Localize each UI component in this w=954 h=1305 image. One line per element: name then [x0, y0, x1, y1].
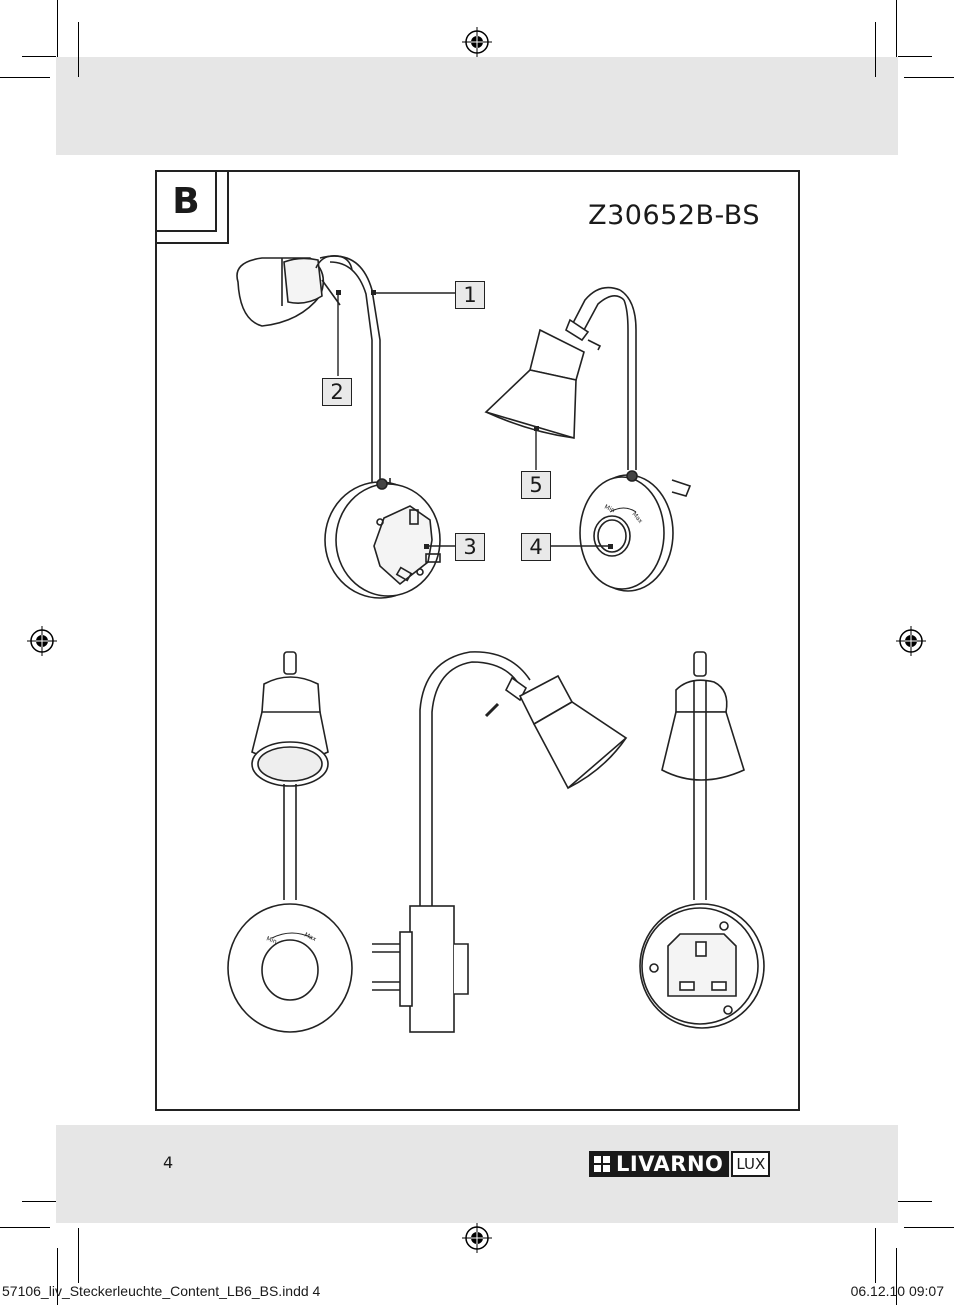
- brand-logo-main: LIVARNO: [589, 1151, 730, 1177]
- brand-suffix: LUX: [731, 1151, 771, 1177]
- crop-mark: [898, 1201, 932, 1202]
- registration-mark-icon: [462, 1223, 492, 1253]
- registration-mark-icon: [896, 626, 926, 656]
- lamp-view-front-bottom-left: [227, 651, 353, 1033]
- registration-mark-icon: [27, 626, 57, 656]
- crop-mark: [57, 1248, 58, 1305]
- dial-min-label-bottom: Min: [265, 935, 278, 945]
- crop-mark: [22, 56, 56, 57]
- crop-mark: [875, 22, 876, 77]
- crop-mark: [904, 77, 954, 78]
- lamp-view-rear-top-left: [236, 254, 441, 599]
- callout-leaders: [337, 292, 610, 547]
- lamp-view-front-top-right: [484, 286, 692, 592]
- section-label: B: [155, 170, 217, 232]
- crop-mark: [898, 56, 932, 57]
- crop-mark: [896, 1248, 897, 1305]
- callout-2: 2: [322, 378, 352, 406]
- crop-mark: [0, 77, 50, 78]
- crop-mark: [896, 0, 897, 57]
- lamp-view-rear-bottom-right: [639, 651, 765, 1029]
- crop-mark: [78, 22, 79, 77]
- registration-mark-icon: [462, 27, 492, 57]
- crop-mark: [78, 1228, 79, 1283]
- top-grey-band: [56, 57, 898, 155]
- dial-min-label-top: Min: [603, 503, 616, 514]
- callout-5: 5: [521, 471, 551, 499]
- slug-filename: 57106_liv_Steckerleuchte_Content_LB6_BS.…: [2, 1283, 321, 1299]
- crop-mark: [22, 1201, 56, 1202]
- section-tab-outline: [155, 170, 229, 244]
- callout-3: 3: [455, 533, 485, 561]
- callout-1: 1: [455, 281, 485, 309]
- crop-mark: [0, 1227, 50, 1228]
- model-number: Z30652B-BS: [588, 200, 760, 231]
- lamp-view-side-bottom-middle: [372, 651, 628, 1033]
- page-number: 4: [163, 1153, 174, 1172]
- crop-mark: [875, 1228, 876, 1283]
- brand-mark-icon: [594, 1156, 610, 1172]
- callout-4: 4: [521, 533, 551, 561]
- brand-logo: LIVARNO LUX: [589, 1151, 771, 1177]
- crop-mark: [57, 0, 58, 57]
- crop-mark: [904, 1227, 954, 1228]
- brand-name: LIVARNO: [616, 1152, 724, 1176]
- slug-date-time: 06.12.10 09:07: [850, 1283, 944, 1299]
- dial-max-label-bottom: Max: [303, 931, 318, 943]
